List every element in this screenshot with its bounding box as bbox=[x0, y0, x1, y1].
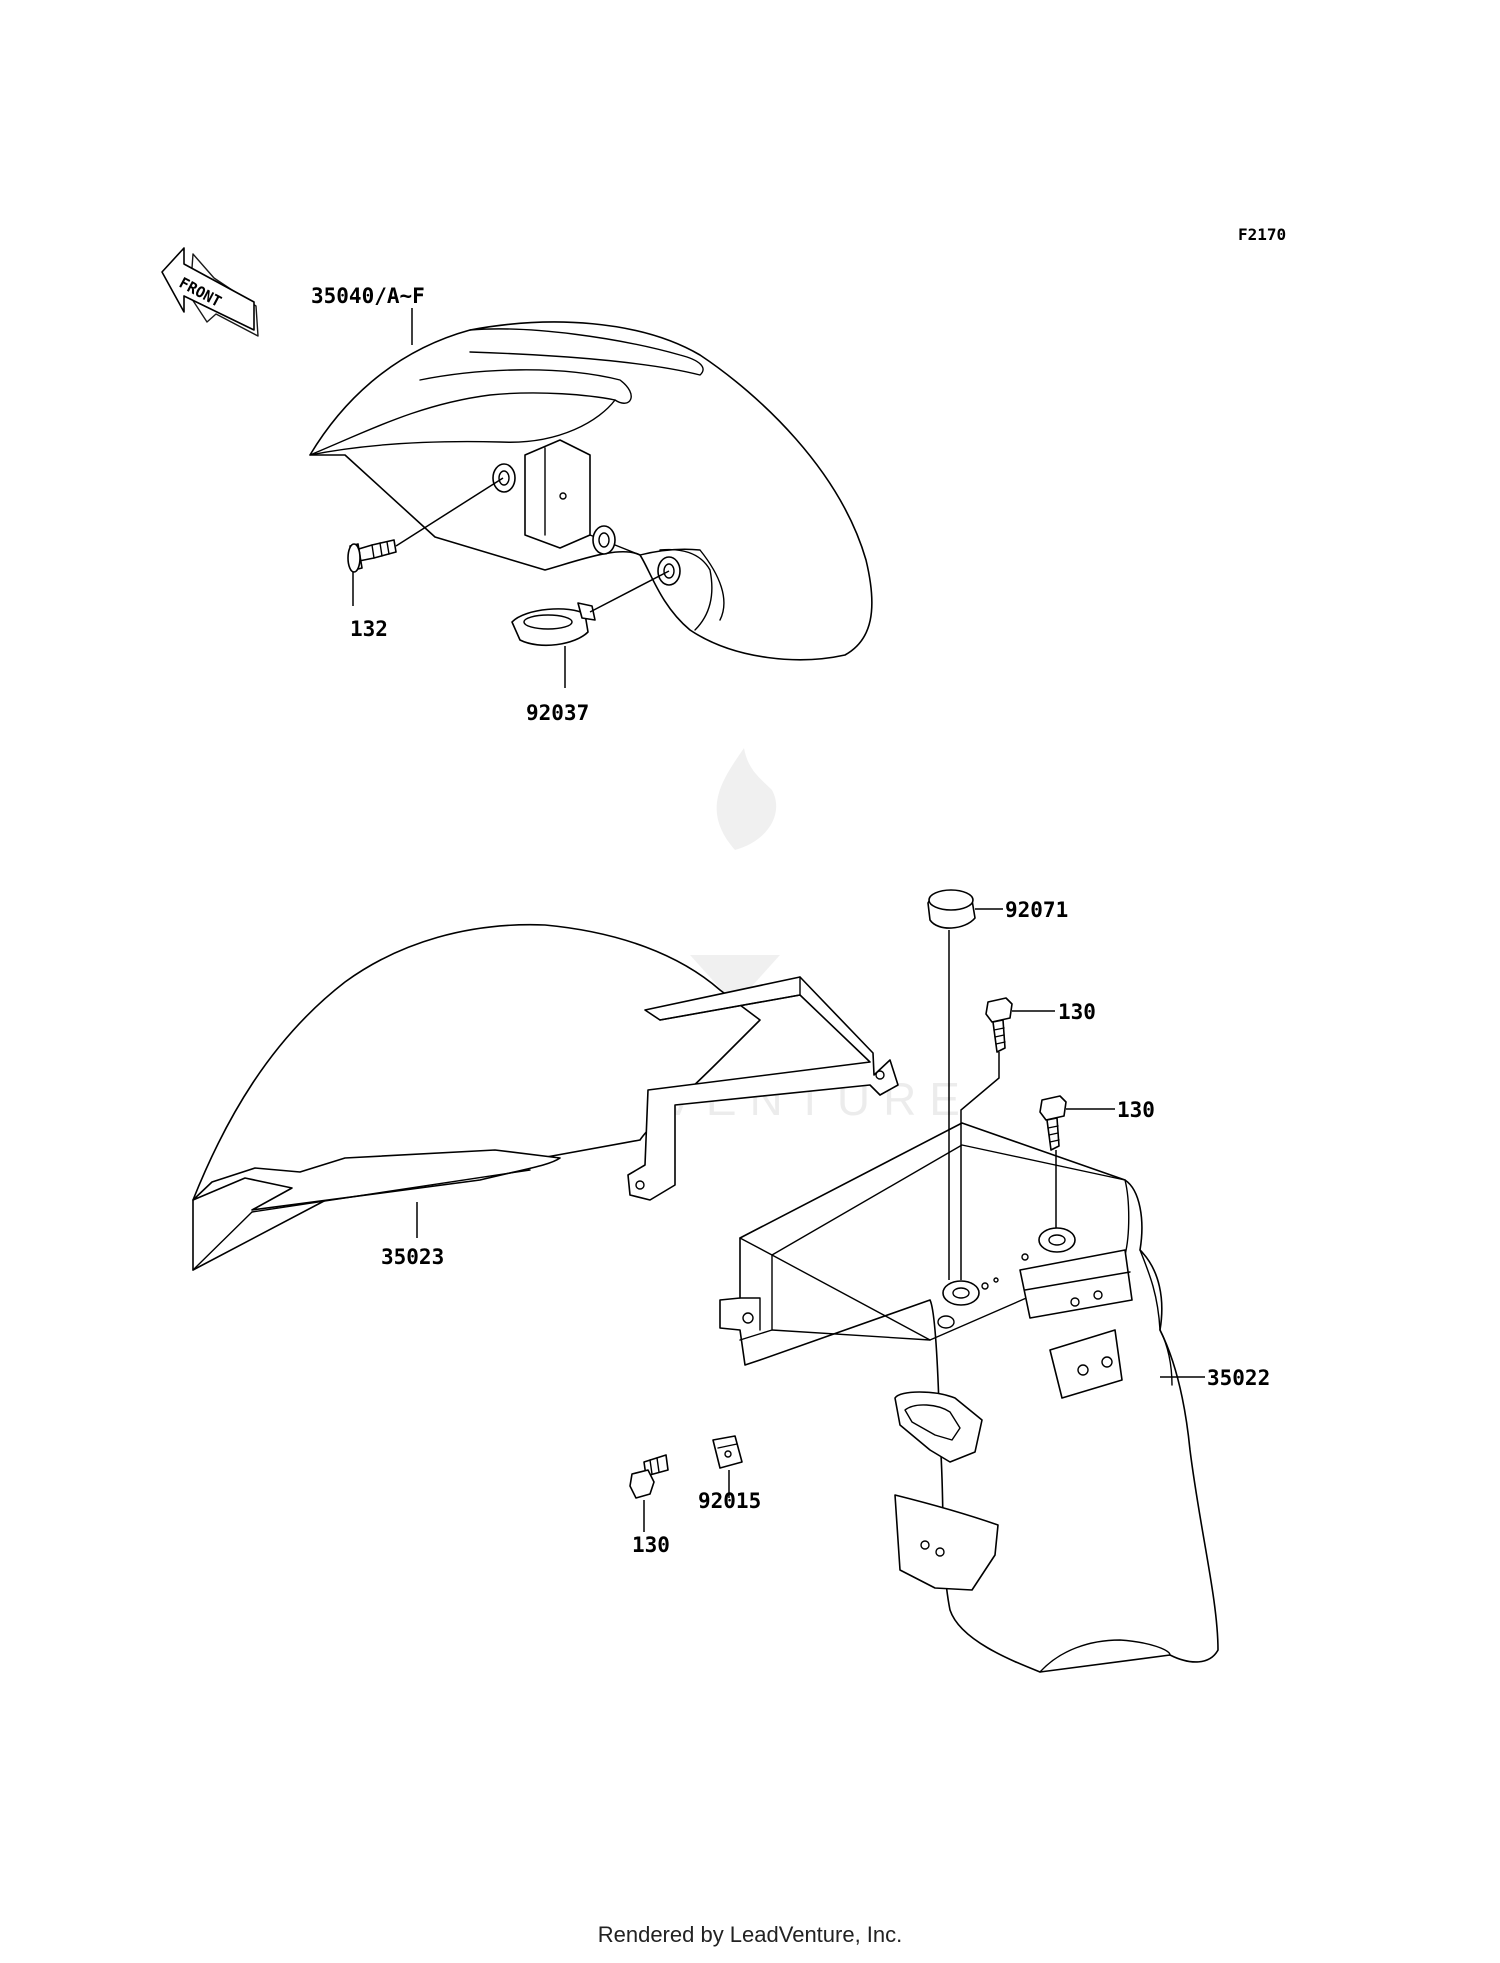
callout-bolt-132: 132 bbox=[350, 617, 388, 641]
callout-cap-92071: 92071 bbox=[1005, 898, 1068, 922]
front-arrow: FRONT bbox=[161, 247, 259, 337]
rear-fender-front bbox=[192, 923, 899, 1271]
front-fender bbox=[309, 321, 873, 661]
nut-92015 bbox=[712, 1435, 743, 1498]
bolt-132 bbox=[347, 477, 504, 606]
bolt-130-lower bbox=[629, 1454, 669, 1532]
rear-fender-rear bbox=[719, 1122, 1219, 1673]
callout-bolt-130-lower: 130 bbox=[632, 1533, 670, 1557]
watermark-v-icon bbox=[690, 955, 780, 1005]
watermark-flame-icon bbox=[716, 748, 777, 850]
callout-front-fender: 35040/A~F bbox=[311, 284, 425, 308]
callout-nut-92015: 92015 bbox=[698, 1489, 761, 1513]
footer-credit: Rendered by LeadVenture, Inc. bbox=[597, 1922, 903, 1947]
guide-92037 bbox=[511, 570, 670, 688]
cap-92071 bbox=[927, 889, 1003, 1280]
diagram-code: F2170 bbox=[1238, 225, 1286, 244]
bolt-130-middle bbox=[1039, 1095, 1115, 1228]
callout-bolt-130-middle: 130 bbox=[1117, 1098, 1155, 1122]
callout-guide-92037: 92037 bbox=[526, 701, 589, 725]
callout-rear-fender-rear: 35022 bbox=[1207, 1366, 1270, 1390]
bolt-130-upper bbox=[960, 997, 1055, 1280]
callout-rear-fender-front: 35023 bbox=[381, 1245, 444, 1269]
callout-bolt-130-upper: 130 bbox=[1058, 1000, 1096, 1024]
callout-labels: 35040/A~F 132 92037 92071 130 130 35023 … bbox=[311, 284, 1270, 1557]
